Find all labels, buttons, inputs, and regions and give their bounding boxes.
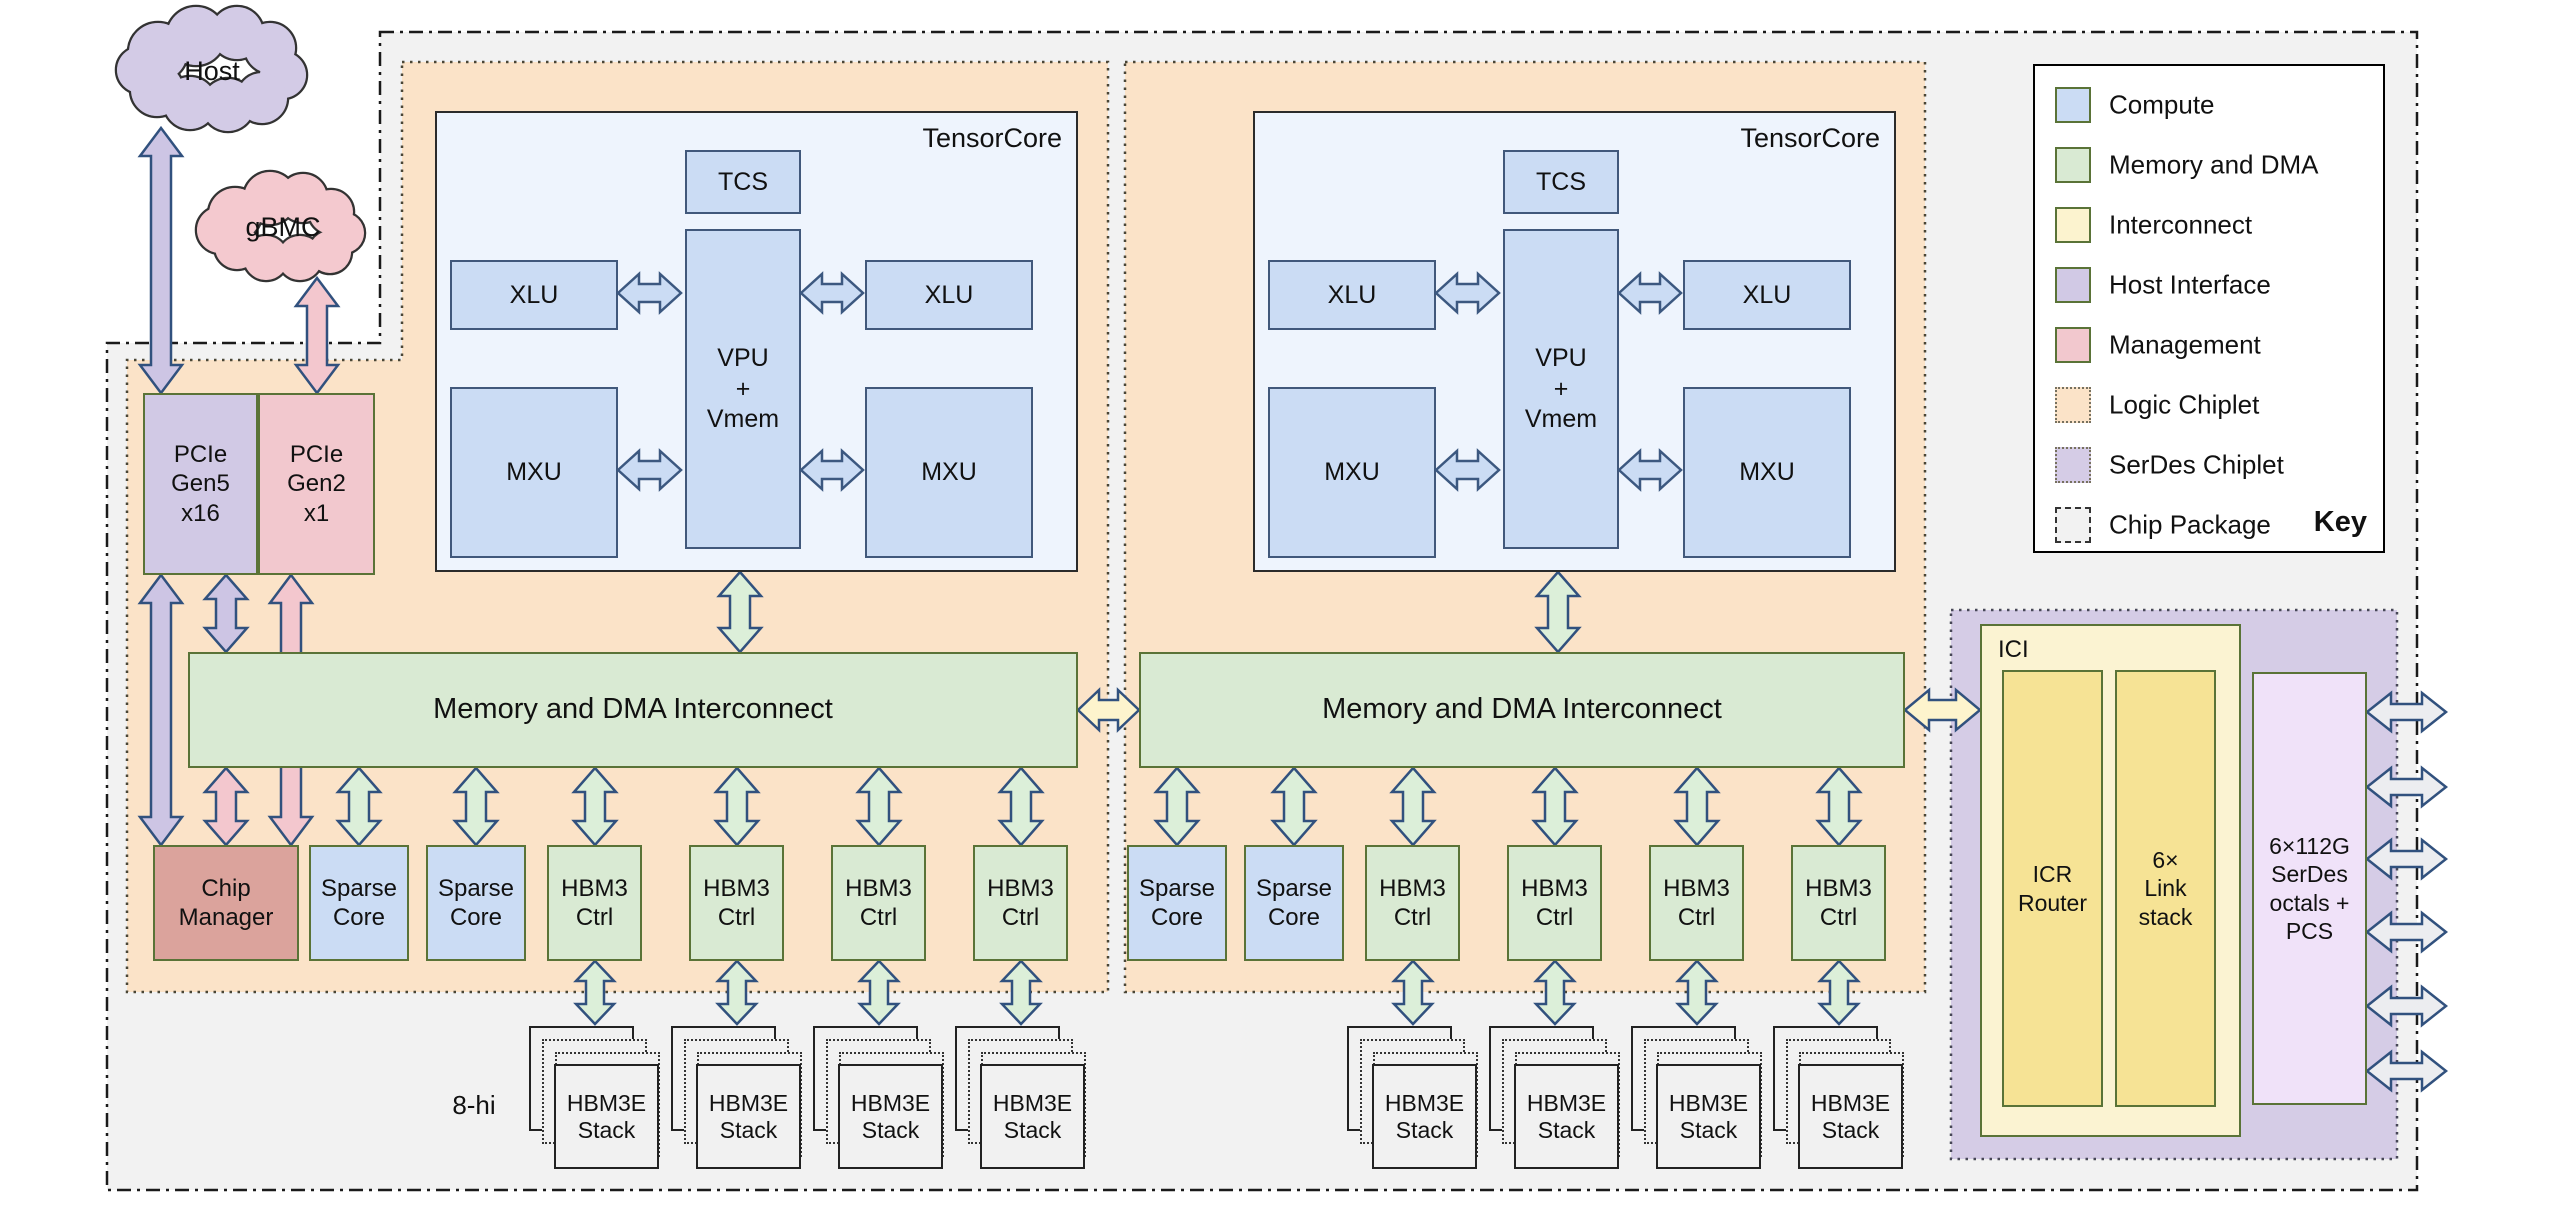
key-item-management: Management: [2035, 327, 2383, 363]
memory-dma-interconnect-2: Memory and DMA Interconnect: [1139, 652, 1905, 768]
chip-manager-box: Chip Manager: [153, 845, 299, 961]
key-item-compute: Compute: [2035, 87, 2383, 123]
pcie-gen2-box: PCIe Gen2 x1: [258, 393, 375, 575]
hbm3-ctrl-box: HBM3 Ctrl: [547, 845, 642, 961]
hbm3e-stack: HBM3E Stack: [671, 1026, 802, 1169]
interconnect-swatch: [2055, 207, 2091, 243]
hbm3-ctrl-box: HBM3 Ctrl: [973, 845, 1068, 961]
hbm3e-stack: HBM3E Stack: [529, 1026, 660, 1169]
tcs-box: TCS: [1503, 150, 1619, 214]
tensorcore-title: TensorCore: [1740, 123, 1880, 153]
key-item-interconnect: Interconnect: [2035, 207, 2383, 243]
hbm3e-stack: HBM3E Stack: [955, 1026, 1086, 1169]
icr-router-box: ICR Router: [2002, 670, 2103, 1107]
compute-swatch: [2055, 87, 2091, 123]
hbm3-ctrl-box: HBM3 Ctrl: [1507, 845, 1602, 961]
xlu-box: XLU: [450, 260, 618, 330]
link-stack-box: 6× Link stack: [2115, 670, 2216, 1107]
mxu-box: MXU: [865, 387, 1033, 558]
key-item-logic-chiplet: Logic Chiplet: [2035, 387, 2383, 423]
gbmc-cloud-label: gBMC: [245, 212, 321, 242]
tcs-box: TCS: [685, 150, 801, 214]
mxu-box: MXU: [450, 387, 618, 558]
stack-front: HBM3E Stack: [1656, 1064, 1761, 1169]
tensorcore-1: TensorCore TCS VPU + Vmem XLU XLU MXU MX…: [435, 111, 1078, 572]
ici-box: ICI ICR Router 6× Link stack: [1980, 624, 2241, 1137]
hbm3-ctrl-box: HBM3 Ctrl: [831, 845, 926, 961]
sparse-core-box: Sparse Core: [1127, 845, 1227, 961]
host-interface-swatch: [2055, 267, 2091, 303]
hbm3-ctrl-box: HBM3 Ctrl: [1791, 845, 1886, 961]
hbm3-ctrl-box: HBM3 Ctrl: [689, 845, 784, 961]
key-item-memory-dma: Memory and DMA: [2035, 147, 2383, 183]
key: Compute Memory and DMA Interconnect Host…: [2033, 64, 2385, 553]
tensorcore-title: TensorCore: [922, 123, 1062, 153]
host-cloud-label: Host: [184, 56, 240, 86]
vpu-vmem-box: VPU + Vmem: [685, 229, 801, 549]
key-item-serdes-chiplet: SerDes Chiplet: [2035, 447, 2383, 483]
logic-chiplet-swatch: [2055, 387, 2091, 423]
hbm3-ctrl-box: HBM3 Ctrl: [1649, 845, 1744, 961]
vpu-vmem-box: VPU + Vmem: [1503, 229, 1619, 549]
stack-front: HBM3E Stack: [1514, 1064, 1619, 1169]
key-title: Key: [2313, 506, 2367, 538]
sparse-core-box: Sparse Core: [426, 845, 526, 961]
key-item-host-interface: Host Interface: [2035, 267, 2383, 303]
management-swatch: [2055, 327, 2091, 363]
hbm3e-stack: HBM3E Stack: [1347, 1026, 1478, 1169]
stack-front: HBM3E Stack: [696, 1064, 801, 1169]
serdes-chiplet-swatch: [2055, 447, 2091, 483]
xlu-box: XLU: [865, 260, 1033, 330]
stack-height-label: 8-hi: [452, 1090, 496, 1120]
xlu-box: XLU: [1268, 260, 1436, 330]
memory-dma-swatch: [2055, 147, 2091, 183]
mxu-box: MXU: [1683, 387, 1851, 558]
hbm3e-stack: HBM3E Stack: [1773, 1026, 1904, 1169]
sparse-core-box: Sparse Core: [1244, 845, 1344, 961]
tensorcore-2: TensorCore TCS VPU + Vmem XLU XLU MXU MX…: [1253, 111, 1896, 572]
pcie-gen5-box: PCIe Gen5 x16: [143, 393, 258, 575]
mxu-box: MXU: [1268, 387, 1436, 558]
hbm3e-stack: HBM3E Stack: [1489, 1026, 1620, 1169]
stack-front: HBM3E Stack: [980, 1064, 1085, 1169]
hbm3e-stack: HBM3E Stack: [813, 1026, 944, 1169]
stack-front: HBM3E Stack: [554, 1064, 659, 1169]
stack-front: HBM3E Stack: [1372, 1064, 1477, 1169]
serdes-octals-box: 6×112G SerDes octals + PCS: [2252, 672, 2367, 1105]
hbm3-ctrl-box: HBM3 Ctrl: [1365, 845, 1460, 961]
ici-title: ICI: [1998, 636, 2029, 663]
sparse-core-box: Sparse Core: [309, 845, 409, 961]
xlu-box: XLU: [1683, 260, 1851, 330]
stack-front: HBM3E Stack: [838, 1064, 943, 1169]
stack-front: HBM3E Stack: [1798, 1064, 1903, 1169]
hbm3e-stack: HBM3E Stack: [1631, 1026, 1762, 1169]
memory-dma-interconnect-1: Memory and DMA Interconnect: [188, 652, 1078, 768]
chip-package-swatch: [2055, 507, 2091, 543]
